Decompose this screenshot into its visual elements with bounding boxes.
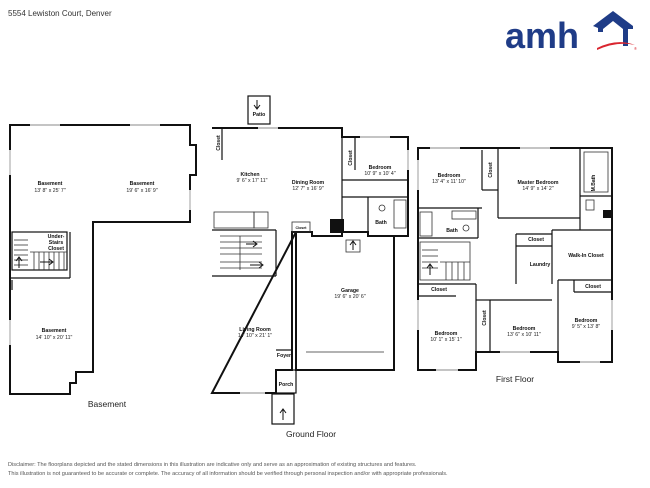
basement-plan: Basement 13' 8" x 25' 7" Basement 19' 6"… — [9, 124, 197, 409]
room-under-stairs-line2: Stairs — [49, 240, 64, 246]
room-master-bedroom-dims: 14' 9" x 14' 2" — [522, 186, 553, 192]
room-closet-first-1: Closet — [488, 162, 494, 178]
room-closet-ground-2: Closet — [348, 150, 354, 166]
room-dining-name: Dining Room — [292, 180, 325, 186]
room-bath-ground-name: Bath — [375, 220, 387, 226]
floor-label-ground: Ground Floor — [286, 429, 336, 439]
property-address: 5554 Lewiston Court, Denver — [8, 9, 112, 18]
first-floor-plan: Bedroom 13' 4" x 11' 10" Closet Master B… — [417, 147, 613, 384]
ground-floor-plan: Patio Closet Kitchen 9' 6" x 17' 11" Din… — [210, 95, 409, 439]
room-kitchen-name: Kitchen — [240, 172, 259, 178]
room-bedroom-first-3-dims: 13' 6" x 10' 11" — [507, 332, 541, 338]
room-closet-ground-1: Closet — [216, 135, 222, 151]
room-basement-1-dims: 13' 8" x 25' 7" — [34, 188, 65, 194]
amh-logo: amh ® — [505, 11, 637, 53]
house-roof-icon — [593, 11, 633, 46]
room-bedroom-first-2-name: Bedroom — [435, 331, 458, 337]
red-swoosh-icon — [597, 42, 635, 50]
room-bedroom-first-4-dims: 9' 5" x 13' 8" — [572, 324, 601, 330]
room-closet-ground-3: Closet — [296, 226, 308, 230]
room-basement-2-dims: 19' 6" x 16' 9" — [126, 188, 157, 194]
room-closet-first-2: Closet — [528, 237, 544, 243]
room-bedroom-first-2-dims: 10' 1" x 15' 1" — [430, 337, 461, 343]
room-patio-name: Patio — [253, 112, 266, 118]
room-laundry-name: Laundry — [530, 262, 551, 268]
room-garage-dims: 19' 6" x 20' 6" — [334, 294, 365, 300]
floor-label-basement: Basement — [88, 399, 127, 409]
room-bath-first-name: Bath — [446, 228, 458, 234]
room-foyer-name: Foyer — [277, 353, 291, 359]
room-closet-first-3: Closet — [431, 287, 447, 293]
room-garage-name: Garage — [341, 288, 359, 294]
room-closet-first-5: Closet — [585, 284, 601, 290]
room-bedroom-first-3-name: Bedroom — [513, 326, 536, 332]
room-dining-dims: 12' 7" x 16' 9" — [292, 186, 323, 192]
registered-mark: ® — [634, 46, 637, 51]
room-under-stairs-line3: Closet — [48, 246, 64, 252]
room-basement-2-name: Basement — [130, 181, 155, 187]
room-basement-3-dims: 14' 10" x 20' 11" — [36, 335, 73, 341]
disclaimer-line-1: Disclaimer: The floorplans depicted and … — [8, 462, 417, 468]
room-basement-3-name: Basement — [42, 328, 67, 334]
room-bedroom-ground-name: Bedroom — [369, 165, 392, 171]
room-basement-1-name: Basement — [38, 181, 63, 187]
room-closet-first-4: Closet — [482, 310, 488, 326]
room-bedroom-first-1-dims: 13' 4" x 11' 10" — [432, 179, 466, 185]
logo-text: amh — [505, 15, 579, 53]
room-kitchen-dims: 9' 6" x 17' 11" — [237, 178, 268, 184]
room-under-stairs-line1: Under- — [48, 234, 65, 240]
disclaimer: Disclaimer: The floorplans depicted and … — [8, 461, 648, 479]
room-bedroom-first-1-name: Bedroom — [438, 173, 461, 179]
room-walk-in-closet-name: Walk-In Closet — [568, 253, 604, 259]
room-bedroom-ground-dims: 10' 9" x 10' 4" — [364, 171, 395, 177]
disclaimer-line-2: This illustration is not guaranteed to b… — [8, 471, 448, 477]
room-bedroom-first-4-name: Bedroom — [575, 318, 598, 324]
room-living-dims: 14' 10" x 21' 1" — [238, 333, 272, 339]
room-master-bath: M.Bath — [591, 175, 597, 192]
floor-label-first: First Floor — [496, 374, 534, 384]
room-master-bedroom-name: Master Bedroom — [518, 180, 559, 186]
room-porch-name: Porch — [279, 382, 294, 388]
room-living-name: Living Room — [239, 327, 271, 333]
